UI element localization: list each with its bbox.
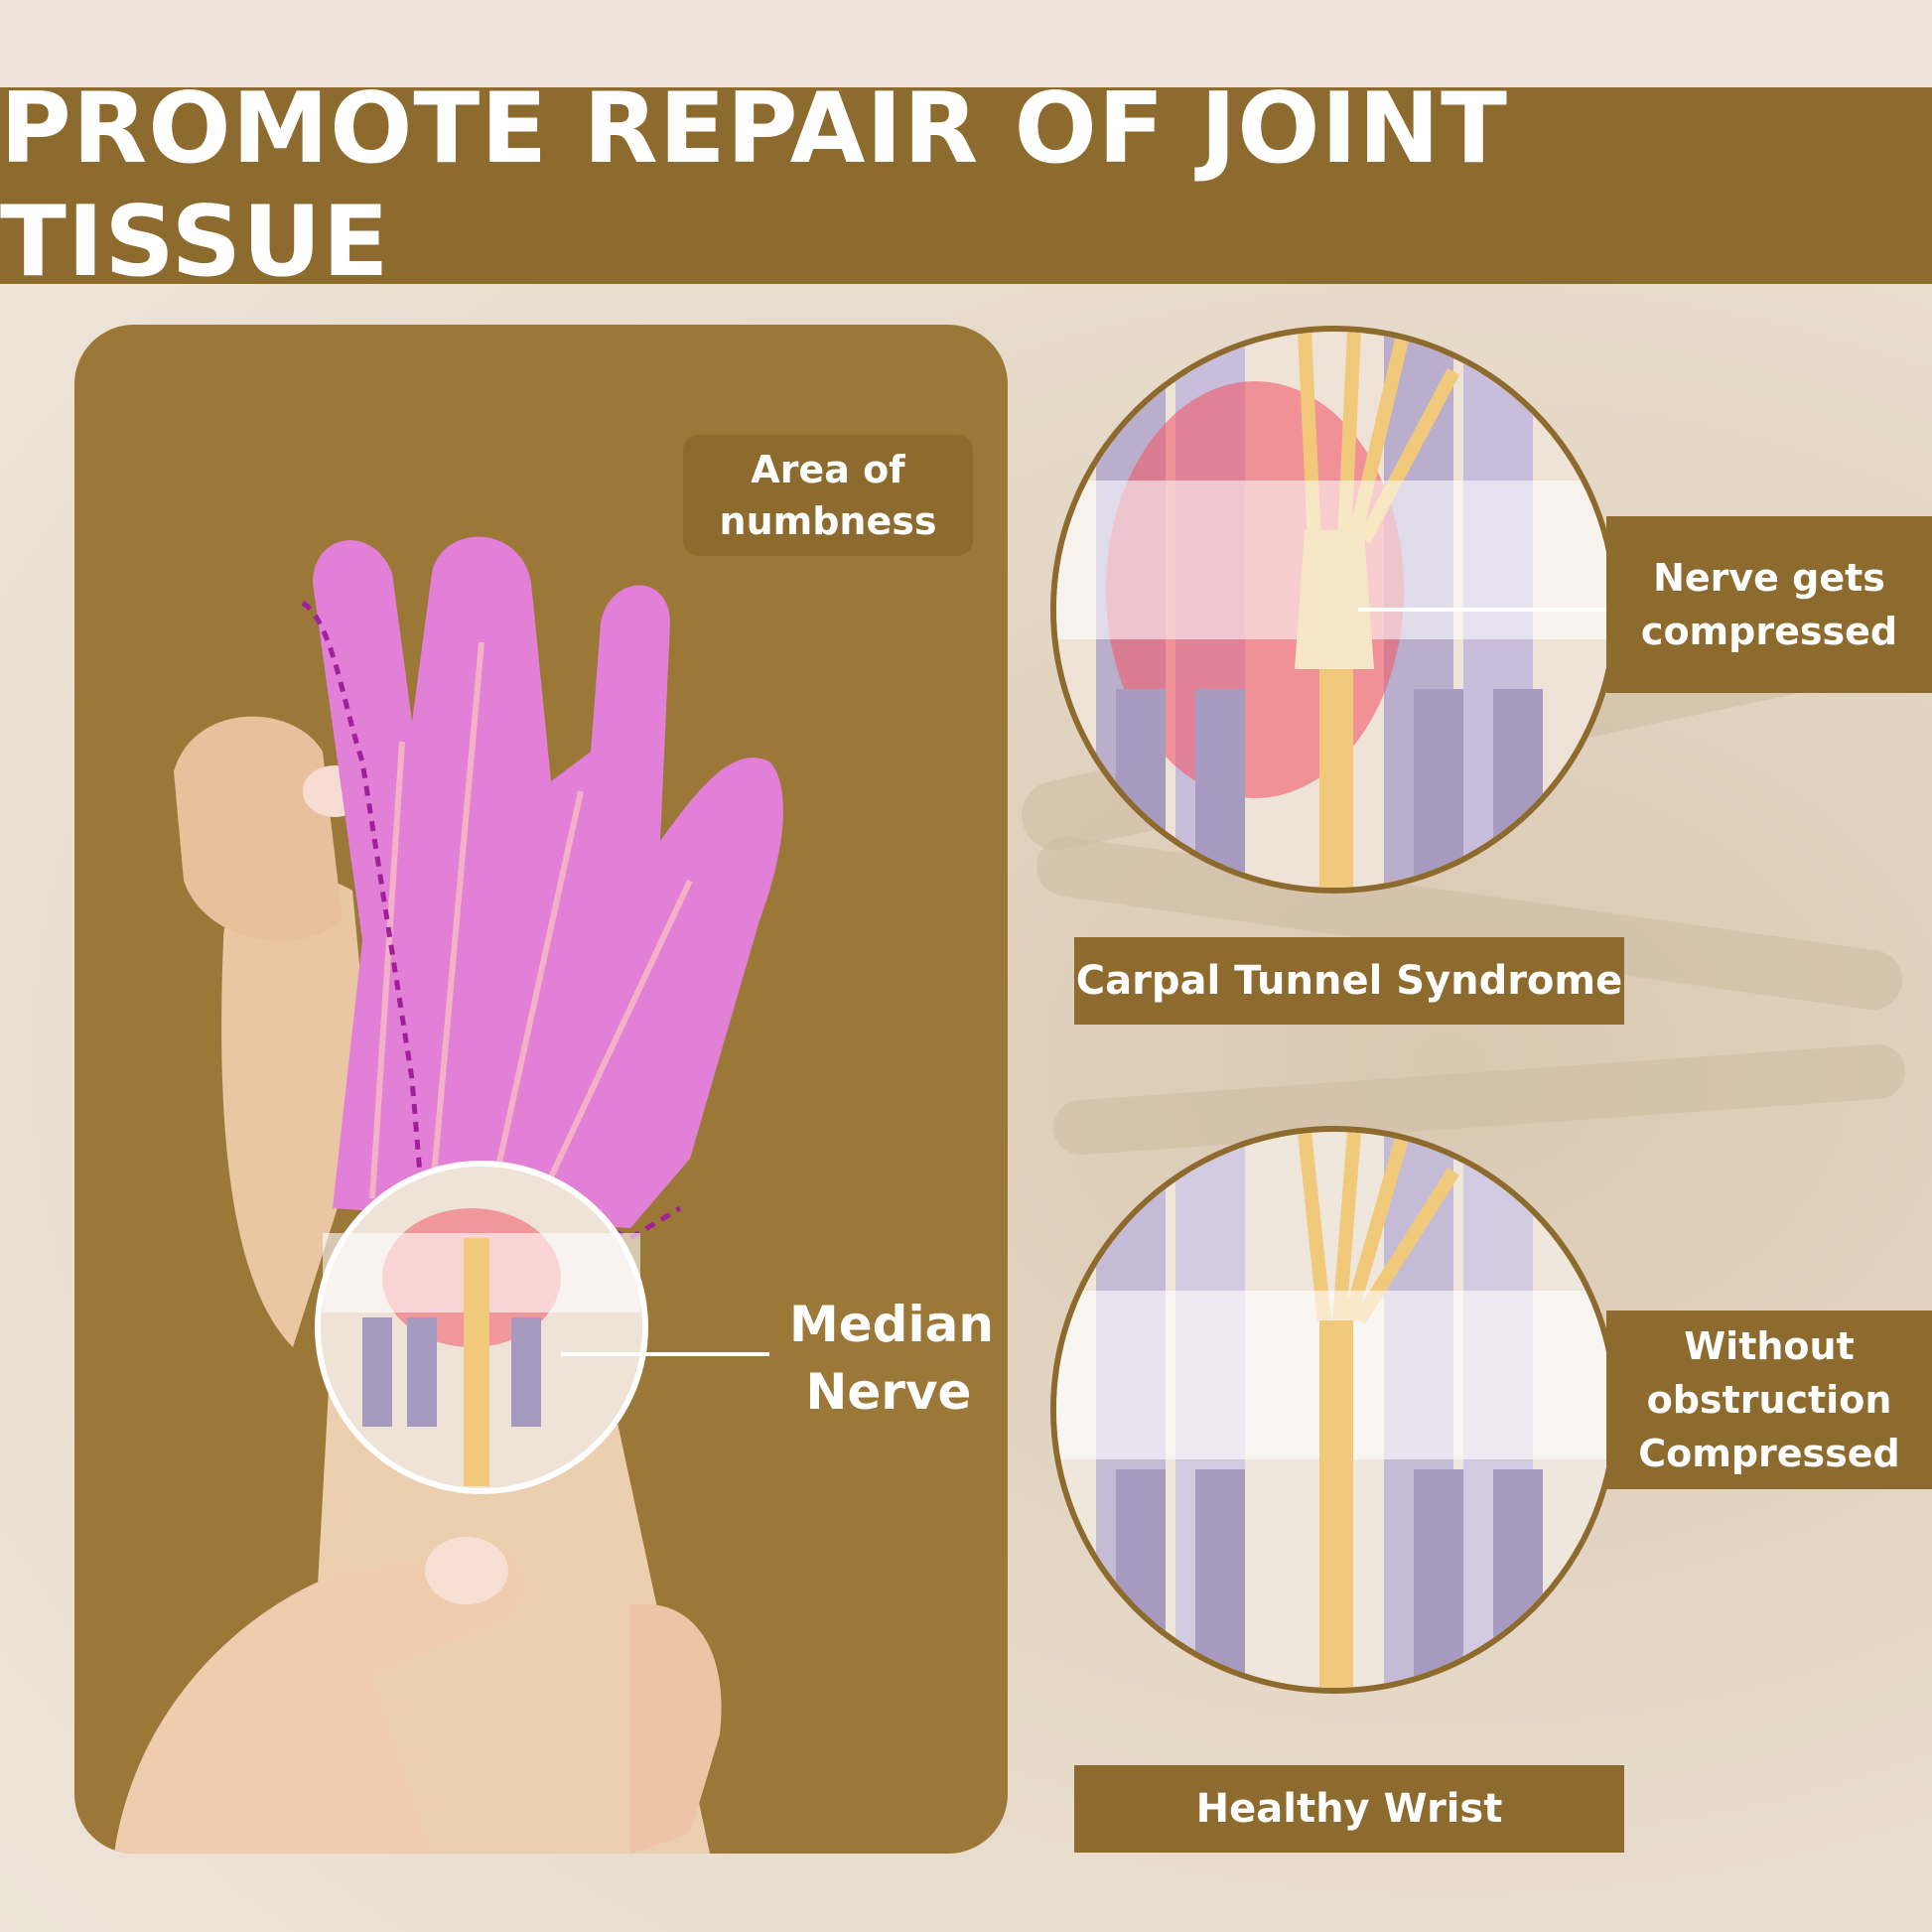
carpal-tunnel-illustration [1056, 332, 1612, 888]
carpal-tunnel-circle [1050, 326, 1618, 894]
wrist-tendon-2 [407, 1317, 437, 1427]
median-line-2: Nerve [805, 1363, 972, 1421]
hand-illustration-panel [74, 325, 1008, 1854]
hand-illustration [114, 536, 783, 1854]
wrist-median-nerve [464, 1238, 489, 1486]
compressed-line-1: Nerve gets [1653, 556, 1885, 600]
without-obstruction-label: Without obstruction Compressed [1606, 1311, 1932, 1489]
numbness-line-1: Area of [751, 448, 905, 491]
healthy-wrist-illustration [1056, 1132, 1612, 1688]
wrist-tendon-3 [511, 1317, 541, 1427]
tendon-lines [369, 641, 693, 1200]
title-banner: PROMOTE REPAIR OF JOINT TISSUE [0, 72, 1932, 299]
area-of-numbness-label: Area of numbness [683, 435, 973, 556]
without-line-2: obstruction [1646, 1378, 1892, 1422]
carpal-tunnel-caption: Carpal Tunnel Syndrome [1074, 937, 1624, 1025]
median-arrow [561, 1352, 769, 1356]
healthy-wrist-caption: Healthy Wrist [1074, 1765, 1624, 1853]
top-strip [0, 0, 1932, 87]
compressed-line-2: compressed [1640, 610, 1898, 653]
median-nerve-label: Median Nerve [789, 1291, 994, 1426]
median-line-1: Median [789, 1296, 994, 1353]
healthy-wrist-circle [1050, 1126, 1618, 1694]
without-line-3: Compressed [1638, 1432, 1900, 1475]
compressed-arrow [1358, 608, 1606, 612]
palm-skin [221, 877, 372, 1347]
without-line-1: Without [1684, 1324, 1855, 1368]
numbness-line-2: numbness [719, 499, 937, 543]
wrist-tendon-1 [362, 1317, 392, 1427]
thumbnail [425, 1537, 508, 1604]
grasping-fingers [630, 1603, 722, 1854]
numb-area [313, 536, 783, 1228]
numbness-boundary [301, 600, 682, 1241]
page-title: PROMOTE REPAIR OF JOINT TISSUE [0, 72, 1508, 299]
nerve-compressed-label: Nerve gets compressed [1606, 516, 1932, 693]
curled-finger [174, 716, 343, 941]
grasping-hand [114, 1546, 525, 1854]
